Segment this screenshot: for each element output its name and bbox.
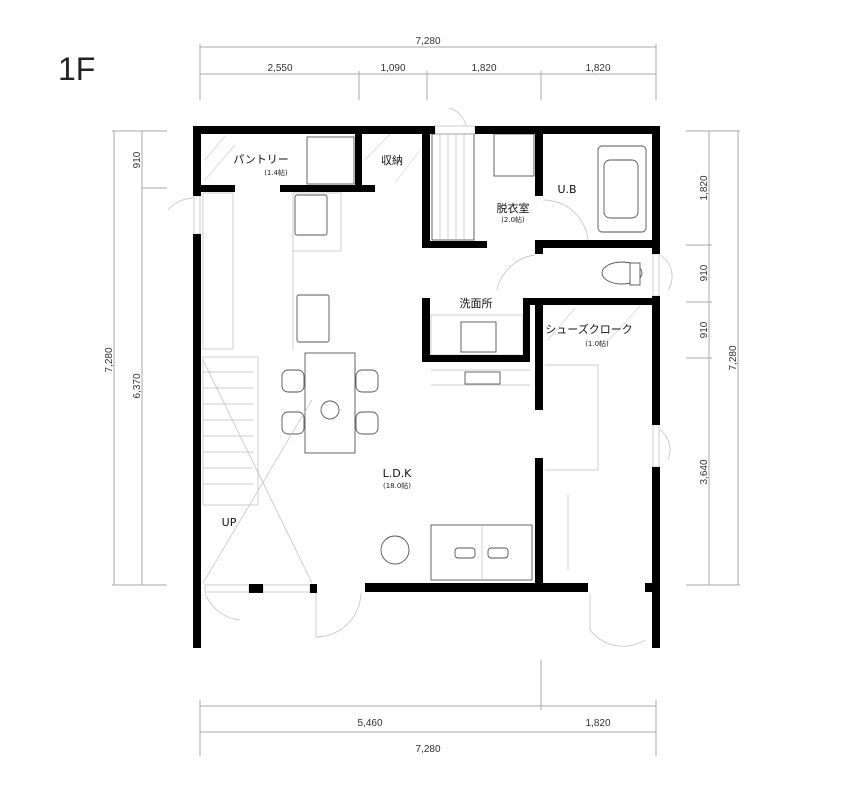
dim-bottom-1: 5,460 xyxy=(357,718,382,729)
dim-bottom-2: 1,820 xyxy=(585,718,610,729)
right-dimensions: 1,820 910 910 3,640 7,280 xyxy=(686,130,740,586)
dim-right-1: 1,820 xyxy=(699,175,710,200)
top-dimensions: 7,280 2,550 1,090 1,820 1,820 xyxy=(199,36,657,100)
dim-right-total: 7,280 xyxy=(728,345,739,370)
doors xyxy=(167,107,673,647)
dim-top-4: 1,820 xyxy=(585,63,610,74)
room-ldk-size: (18.0帖) xyxy=(383,481,411,490)
left-dimensions: 910 6,370 7,280 xyxy=(104,130,167,586)
room-pantry: パントリー xyxy=(233,153,289,166)
bottom-dimensions: 5,460 1,820 7,280 xyxy=(199,660,657,756)
room-dressing: 脱衣室 xyxy=(497,201,530,215)
dim-right-2: 910 xyxy=(699,264,710,281)
dim-left-2: 6,370 xyxy=(132,373,143,398)
dim-top-1: 2,550 xyxy=(267,63,292,74)
dim-top-total: 7,280 xyxy=(415,36,440,47)
room-pantry-size: (1.4帖) xyxy=(264,168,288,177)
dim-right-4: 3,640 xyxy=(699,459,710,484)
dim-top-2: 1,090 xyxy=(380,63,405,74)
walls xyxy=(193,126,660,648)
dim-top-3: 1,820 xyxy=(471,63,496,74)
room-storage: 収納 xyxy=(381,154,403,167)
room-shoe-closet: シューズクローク xyxy=(545,322,632,336)
floor-label: 1F xyxy=(58,51,95,87)
dim-bottom-total: 7,280 xyxy=(415,744,440,755)
stairs-up-label: UP xyxy=(222,516,237,529)
room-shoe-closet-size: (1.0帖) xyxy=(585,339,609,348)
fixtures xyxy=(202,133,647,584)
room-washroom: 洗面所 xyxy=(460,297,493,310)
dim-left-1: 910 xyxy=(132,151,143,168)
room-bath: U.B xyxy=(557,183,576,196)
dim-left-total: 7,280 xyxy=(104,347,115,372)
storage-hatching xyxy=(204,133,641,351)
room-dressing-size: (2.0帖) xyxy=(501,215,525,224)
stairs xyxy=(202,356,313,584)
dim-right-3: 910 xyxy=(699,321,710,338)
room-ldk: L.D.K xyxy=(383,467,413,480)
